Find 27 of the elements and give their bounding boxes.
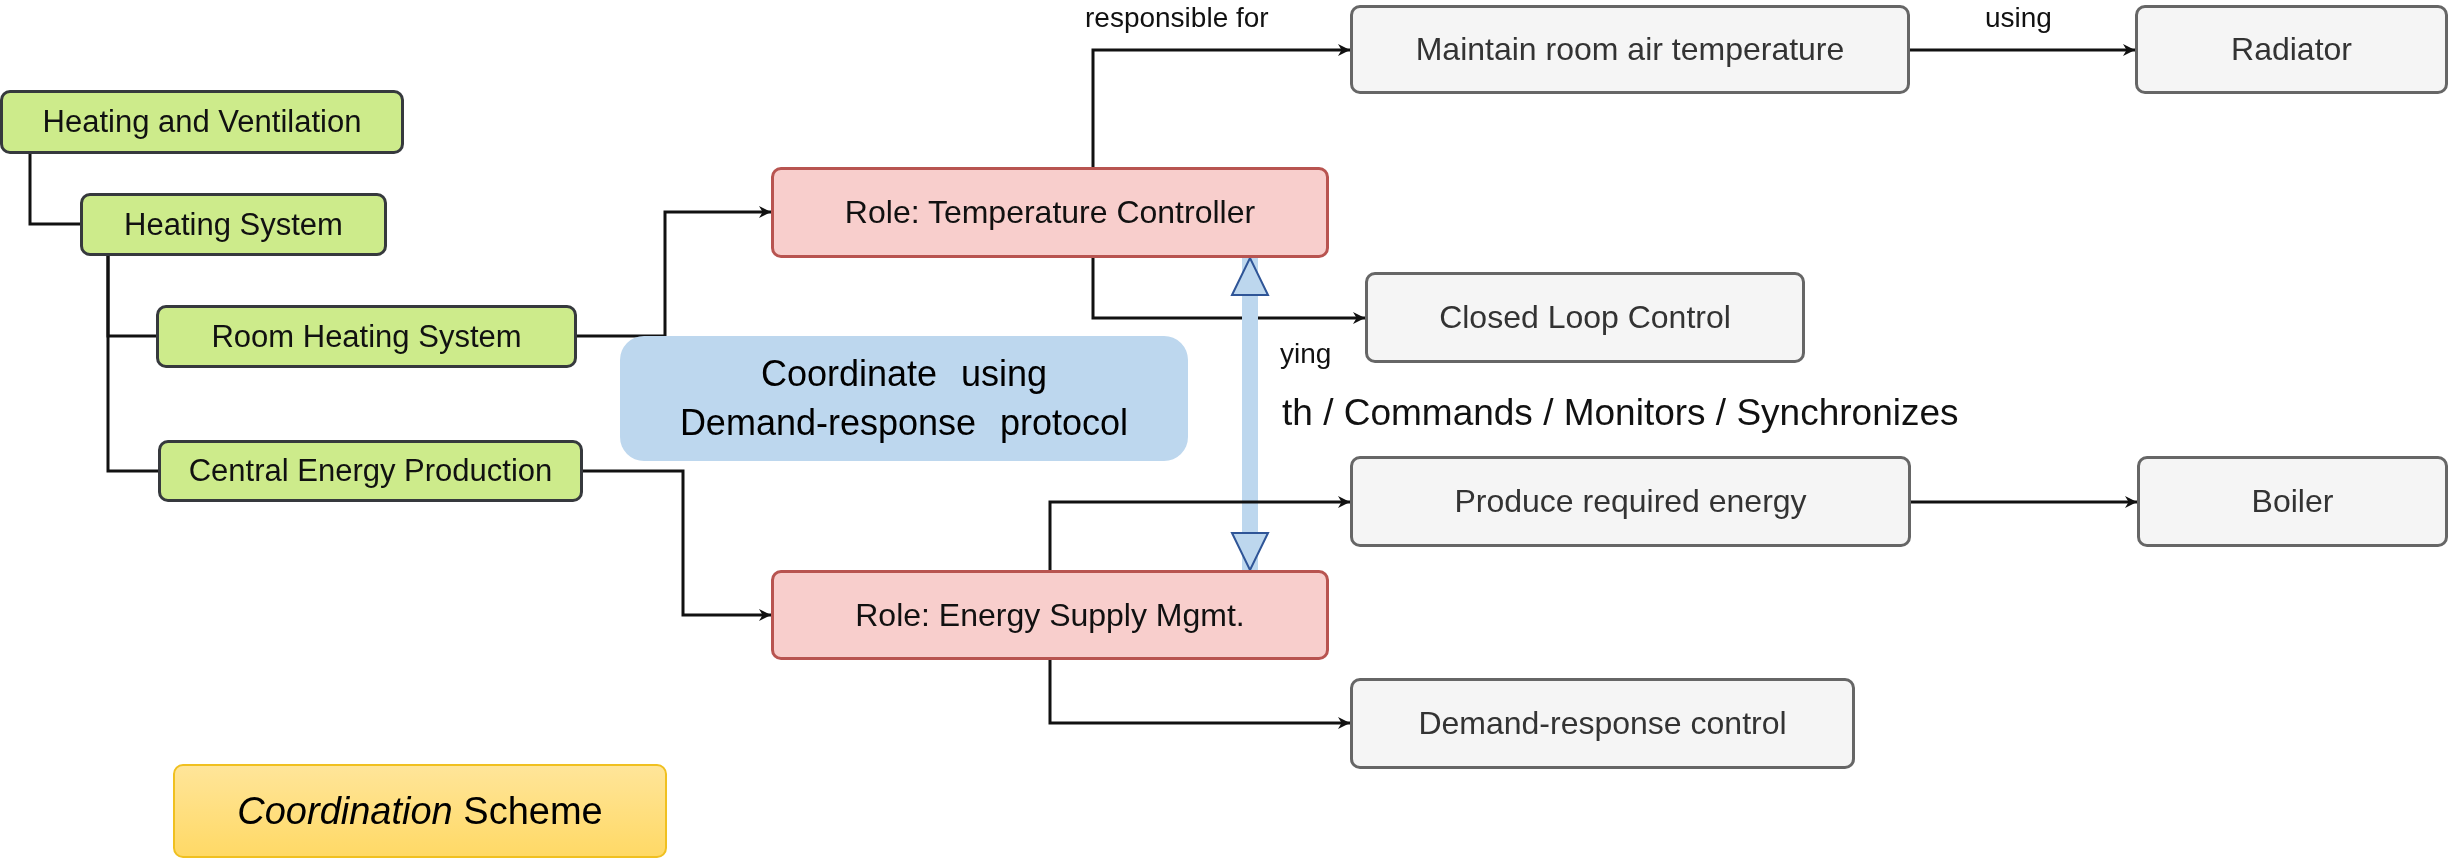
connector-line [106, 256, 158, 473]
arrow [583, 469, 771, 621]
task-box: Demand-response control [1350, 678, 1855, 769]
annotation-text: th / Commands / Monitors / Synchronizes [1282, 392, 1959, 434]
note-box: Coordinate using Demand-response protocol [620, 336, 1188, 461]
role-box: Role: Temperature Controller [771, 167, 1329, 258]
arrow [1911, 496, 2137, 508]
role-box: Role: Energy Supply Mgmt. [771, 570, 1329, 660]
arrow [1048, 660, 1350, 729]
category-box: Room Heating System [156, 305, 577, 368]
task-box: Closed Loop Control [1365, 272, 1805, 363]
component-box: Boiler [2137, 456, 2448, 547]
task-box: Maintain room air temperature [1350, 5, 1910, 94]
task-box: Produce required energy [1350, 456, 1911, 547]
title-box: Coordination Scheme [173, 764, 667, 858]
double-arrow [1231, 257, 1269, 571]
annotation-text: ying [1280, 338, 1332, 370]
category-box: Central Energy Production [158, 440, 583, 502]
arrow [1910, 44, 2135, 56]
connector-line [28, 154, 80, 226]
category-box: Heating System [80, 193, 387, 256]
arrow [1048, 496, 1350, 570]
component-box: Radiator [2135, 5, 2448, 94]
arrow [577, 206, 771, 338]
arrow [1091, 44, 1350, 167]
heading-box: Heating and Ventilation [0, 90, 404, 154]
arrow [1091, 258, 1365, 324]
